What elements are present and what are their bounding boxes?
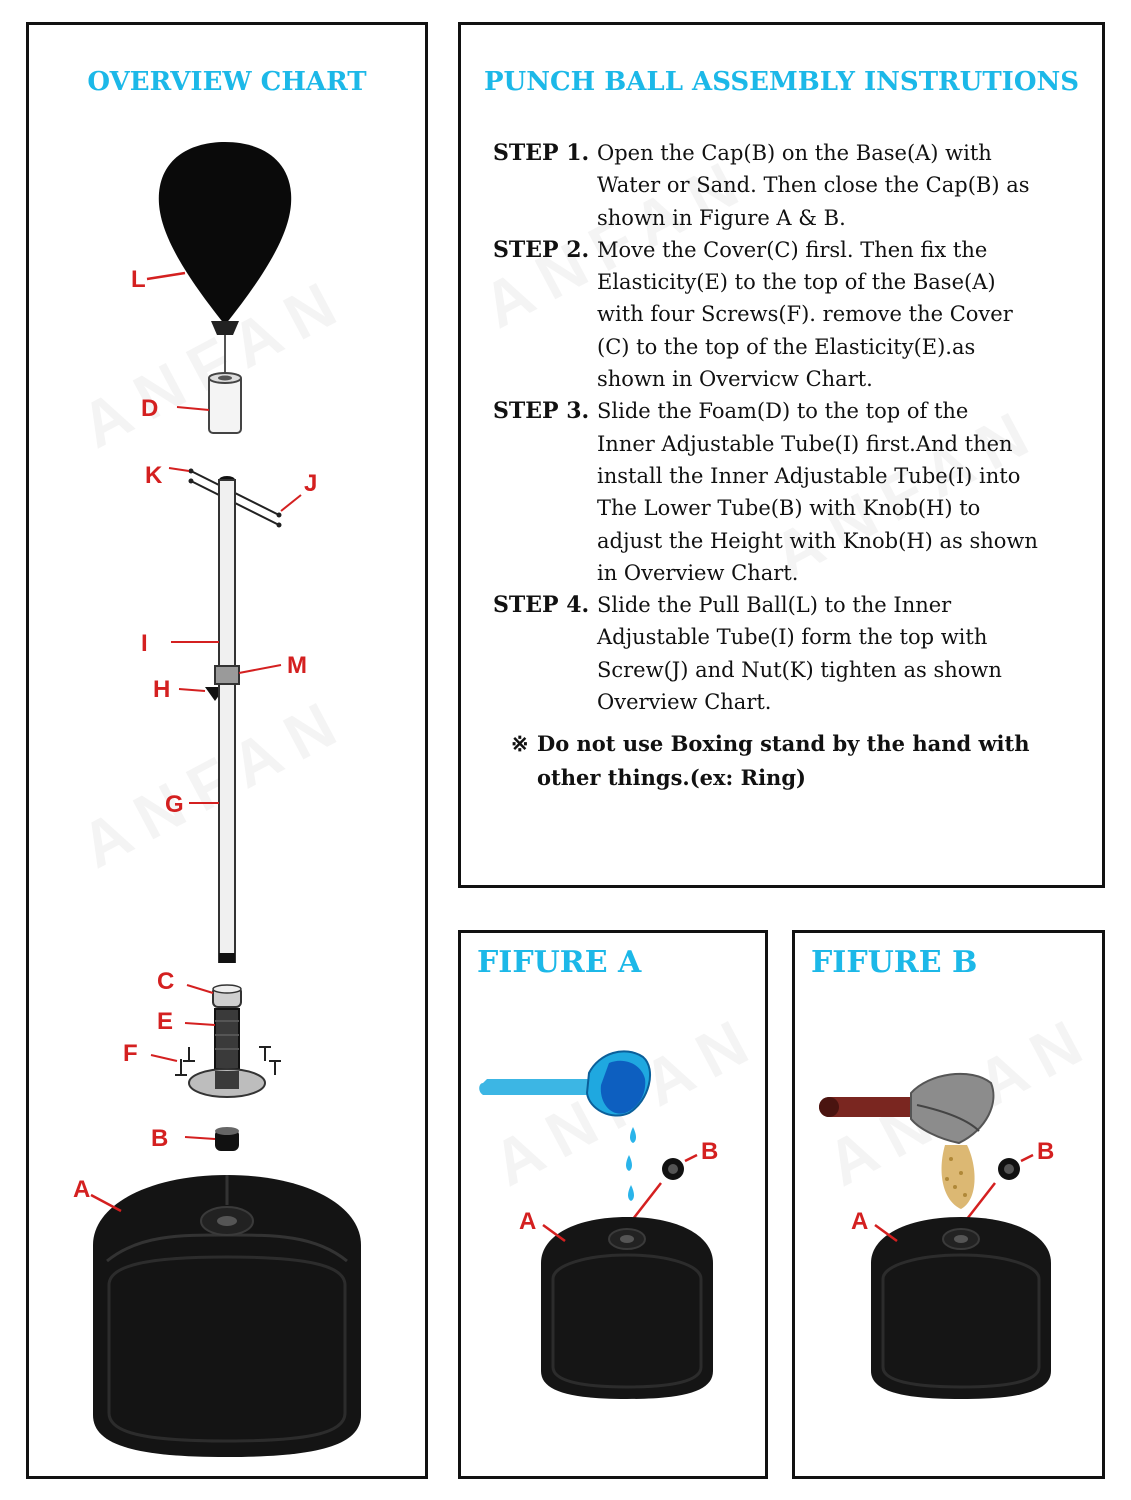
figure-a-label-a: A (519, 1208, 536, 1235)
label-k: K (145, 462, 163, 489)
base-a-icon: A (851, 1182, 1051, 1399)
figure-a-panel: FIFURE A ANFAN B A (458, 930, 771, 1479)
punch-ball-exploded-diagram: L D K J I (73, 142, 361, 1457)
label-d: D (141, 395, 158, 422)
warning-note: ※ Do not use Boxing stand by the hand wi… (511, 727, 1071, 795)
step-text: Open the Cap(B) on the Base(A) with Wate… (597, 137, 1083, 234)
shovel-icon (819, 1072, 995, 1145)
cover-part-c: C (157, 968, 242, 1008)
assembly-instructions-panel: PUNCH BALL ASSEMBLY INSTRUTIONS ANFAN AN… (458, 22, 1105, 888)
step-line: The Lower Tube(B) with Knob(H) to (597, 496, 981, 521)
elasticity-part-e: E (157, 1008, 240, 1070)
note-line: Do not use Boxing stand by the hand with (537, 731, 1030, 756)
cap-b-icon: B (662, 1138, 718, 1180)
cap-part-b: B (151, 1125, 239, 1152)
step-line: Open the Cap(B) on the Base(A) with (597, 141, 992, 165)
base-a-icon: A (519, 1182, 713, 1399)
label-g: G (165, 791, 184, 818)
figure-a-title: FIFURE A (477, 945, 642, 980)
step-line: adjust the Height with Knob(H) as shown (597, 528, 1038, 553)
steps-list: STEP 1. Open the Cap(B) on the Base(A) w… (493, 137, 1083, 718)
label-i: I (141, 630, 148, 657)
inner-tube-part-i: I (141, 476, 236, 669)
step-label: STEP 2. (493, 236, 590, 263)
step-2: STEP 2. Move the Cover(C) firsl. Then fi… (493, 234, 1083, 395)
step-text: Move the Cover(C) firsl. Then fix the El… (597, 234, 1083, 395)
note-text: Do not use Boxing stand by the hand with… (537, 727, 1071, 795)
step-text: Slide the Foam(D) to the top of the Inne… (597, 395, 1083, 589)
punch-ball-part-l: L (131, 142, 292, 373)
sand-particles-icon (941, 1145, 975, 1209)
figure-b-label-a: A (851, 1208, 868, 1235)
step-1: STEP 1. Open the Cap(B) on the Base(A) w… (493, 137, 1083, 234)
step-label: STEP 3. (493, 398, 590, 425)
overview-chart-panel: OVERVIEW CHART ANFAN ANFAN L D (26, 22, 428, 1479)
step-line: Overview Chart. (597, 690, 772, 715)
lower-tube-part-g: G (165, 683, 236, 963)
label-j: J (304, 470, 317, 497)
figure-b-sand-fill-illustration: B A (819, 1072, 1054, 1399)
step-line: Adjustable Tube(I) form the top with (597, 625, 988, 650)
step-label: STEP 1. (493, 140, 590, 166)
step-line: shown in Figure A & B. (597, 205, 846, 230)
screws-flange-part-f: F (123, 1040, 281, 1098)
figure-a-water-fill-illustration: B A (479, 1050, 718, 1399)
step-line: Slide the Foam(D) to the top of the (597, 399, 969, 424)
figure-b-label-b: B (1037, 1138, 1054, 1165)
figure-b-title: FIFURE B (811, 945, 978, 980)
step-line: install the Inner Adjustable Tube(I) int… (597, 463, 1021, 488)
step-line: Elasticity(E) to the top of the Base(A) (597, 270, 996, 295)
label-e: E (157, 1008, 173, 1035)
step-line: in Overview Chart. (597, 560, 799, 585)
step-line: with four Screws(F). remove the Cover (597, 302, 1013, 327)
step-line: Slide the Pull Ball(L) to the Inner (597, 593, 952, 618)
label-b: B (151, 1125, 168, 1152)
label-h: H (153, 676, 170, 703)
label-f: F (123, 1040, 138, 1067)
note-line: other things.(ex: Ring) (537, 765, 806, 790)
step-4: STEP 4. Slide the Pull Ball(L) to the In… (493, 589, 1083, 718)
water-scoop-icon (479, 1050, 652, 1117)
step-line: Inner Adjustable Tube(I) first.And then (597, 431, 1013, 456)
screw-nut-parts-jk: K J (145, 462, 317, 528)
step-line: Water or Sand. Then close the Cap(B) as (597, 173, 1030, 198)
note-mark: ※ (511, 731, 529, 756)
overview-chart-title: OVERVIEW CHART (87, 67, 367, 97)
step-line: shown in Overvicw Chart. (597, 367, 873, 392)
label-m: M (287, 652, 307, 679)
step-text: Slide the Pull Ball(L) to the Inner Adju… (597, 589, 1083, 718)
step-line: Move the Cover(C) firsl. Then fix the (597, 237, 988, 262)
water-drops-icon (626, 1127, 636, 1201)
step-3: STEP 3. Slide the Foam(D) to the top of … (493, 395, 1083, 589)
label-c: C (157, 968, 174, 995)
step-line: (C) to the top of the Elasticity(E).as (597, 334, 976, 359)
base-part-a: A (73, 1175, 361, 1457)
foam-part-d: D (141, 372, 242, 434)
instructions-title: PUNCH BALL ASSEMBLY INSTRUTIONS (483, 67, 1080, 97)
figure-a-label-b: B (701, 1138, 718, 1165)
label-a: A (73, 1176, 90, 1203)
figure-b-panel: FIFURE B ANFAN B (792, 930, 1105, 1479)
step-label: STEP 4. (493, 592, 590, 619)
step-line: Screw(J) and Nut(K) tighten as shown (597, 657, 1002, 682)
cap-b-icon: B (998, 1138, 1054, 1180)
label-l: L (131, 266, 146, 293)
